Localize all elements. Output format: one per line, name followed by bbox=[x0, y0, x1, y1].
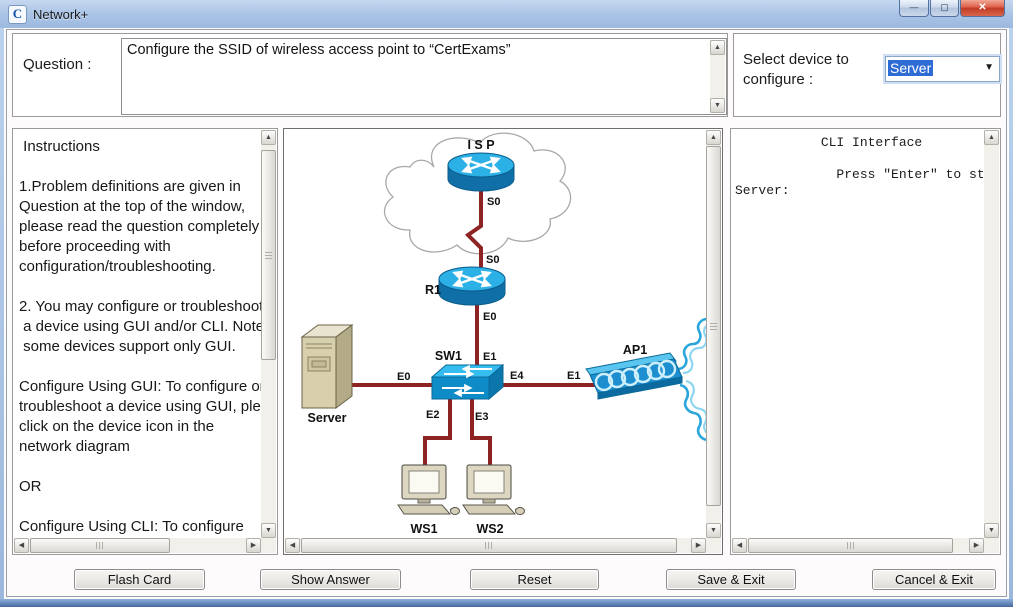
maximize-button[interactable]: ▢ bbox=[930, 0, 959, 17]
content-frame bbox=[6, 29, 1007, 597]
scrollbar-thumb[interactable] bbox=[748, 538, 953, 553]
scrollbar-thumb[interactable] bbox=[301, 538, 677, 553]
scroll-down-icon[interactable]: ▼ bbox=[261, 523, 276, 538]
scroll-right-icon[interactable]: ▶ bbox=[691, 538, 706, 553]
port-label: E4 bbox=[510, 370, 524, 382]
ws1-computer-icon[interactable] bbox=[397, 464, 460, 515]
scrollbar-corner bbox=[706, 538, 721, 553]
title-bar: C Network+ — ▢ ✕ bbox=[0, 0, 1013, 28]
isp-cloud bbox=[383, 132, 572, 255]
scrollbar-thumb[interactable] bbox=[261, 150, 276, 360]
server-icon[interactable] bbox=[300, 324, 354, 409]
scroll-up-icon[interactable]: ▲ bbox=[706, 130, 721, 145]
ws2-label: WS2 bbox=[476, 522, 503, 536]
ws1-label: WS1 bbox=[410, 522, 437, 536]
scroll-left-icon[interactable]: ◀ bbox=[732, 538, 747, 553]
reset-button[interactable]: Reset bbox=[470, 569, 599, 590]
question-textarea[interactable]: Configure the SSID of wireless access po… bbox=[121, 38, 727, 115]
scroll-right-icon[interactable]: ▶ bbox=[246, 538, 261, 553]
question-text: Configure the SSID of wireless access po… bbox=[127, 42, 511, 58]
instructions-vscrollbar[interactable]: ▲ ▼ bbox=[261, 130, 276, 538]
link-isp-r1 bbox=[464, 189, 483, 267]
save-exit-button[interactable]: Save & Exit bbox=[666, 569, 796, 590]
question-scrollbar[interactable]: ▲ ▼ bbox=[710, 40, 725, 113]
window-controls: — ▢ ✕ bbox=[899, 0, 1005, 17]
window-frame-bottom bbox=[0, 599, 1013, 607]
scrollbar-corner bbox=[261, 538, 276, 553]
r1-label: R1 bbox=[425, 283, 441, 297]
port-label: E0 bbox=[397, 371, 410, 383]
isp-label: I S P bbox=[467, 138, 494, 152]
question-label: Question : bbox=[23, 56, 92, 73]
question-panel: Question : Configure the SSID of wireles… bbox=[12, 33, 728, 117]
link-sw1-ws2 bbox=[470, 399, 492, 467]
port-label: E3 bbox=[475, 411, 488, 423]
network-diagram-panel: S0 S0 E0 E1 E4 E0 E2 E3 E1 I S P R1 SW1 … bbox=[283, 128, 723, 555]
window-title: Network+ bbox=[33, 6, 89, 22]
scroll-right-icon[interactable]: ▶ bbox=[969, 538, 984, 553]
port-label: E1 bbox=[567, 370, 580, 382]
network-diagram: S0 S0 E0 E1 E4 E0 E2 E3 E1 I S P R1 SW1 … bbox=[300, 132, 716, 536]
close-button[interactable]: ✕ bbox=[960, 0, 1005, 17]
minimize-button[interactable]: — bbox=[899, 0, 929, 17]
scroll-down-icon[interactable]: ▼ bbox=[710, 98, 725, 113]
scroll-down-icon[interactable]: ▼ bbox=[706, 523, 721, 538]
instructions-panel: Instructions 1.Problem definitions are g… bbox=[12, 128, 278, 555]
show-answer-button[interactable]: Show Answer bbox=[260, 569, 401, 590]
server-label: Server bbox=[308, 411, 347, 425]
diagram-hscrollbar[interactable]: ◀ ▶ bbox=[285, 538, 706, 553]
sw1-switch-icon[interactable] bbox=[430, 363, 505, 401]
ap1-label: AP1 bbox=[623, 343, 647, 357]
scrollbar-corner bbox=[984, 538, 999, 553]
instructions-text: Instructions 1.Problem definitions are g… bbox=[19, 138, 261, 535]
sw1-label: SW1 bbox=[435, 349, 462, 363]
isp-router-icon[interactable] bbox=[448, 153, 514, 191]
scrollbar-thumb[interactable] bbox=[706, 146, 721, 506]
chevron-down-icon[interactable]: ▼ bbox=[984, 62, 994, 73]
cancel-exit-button[interactable]: Cancel & Exit bbox=[872, 569, 996, 590]
device-select-panel: Select device to configure : Server ▼ bbox=[733, 33, 1001, 117]
ws2-computer-icon[interactable] bbox=[462, 464, 525, 515]
cli-terminal-text[interactable]: CLI Interface Press "Enter" to start Ser… bbox=[735, 135, 983, 198]
cli-vscrollbar[interactable]: ▲ ▼ bbox=[984, 130, 999, 538]
device-select-combobox[interactable]: Server ▼ bbox=[885, 56, 1000, 82]
scroll-left-icon[interactable]: ◀ bbox=[285, 538, 300, 553]
scroll-up-icon[interactable]: ▲ bbox=[984, 130, 999, 145]
port-label: S0 bbox=[487, 196, 500, 208]
port-label: E0 bbox=[483, 311, 496, 323]
scroll-up-icon[interactable]: ▲ bbox=[261, 130, 276, 145]
scroll-down-icon[interactable]: ▼ bbox=[984, 523, 999, 538]
port-label: E1 bbox=[483, 351, 496, 363]
network-links bbox=[348, 189, 596, 467]
scroll-left-icon[interactable]: ◀ bbox=[14, 538, 29, 553]
cli-hscrollbar[interactable]: ◀ ▶ bbox=[732, 538, 984, 553]
port-label: S0 bbox=[486, 254, 499, 266]
port-label: E2 bbox=[426, 409, 439, 421]
flash-card-button[interactable]: Flash Card bbox=[74, 569, 205, 590]
ap1-access-point-icon[interactable] bbox=[585, 352, 683, 400]
device-select-value: Server bbox=[888, 60, 934, 76]
diagram-vscrollbar[interactable]: ▲ ▼ bbox=[706, 130, 721, 538]
r1-router-icon[interactable] bbox=[439, 267, 505, 305]
client-area: Question : Configure the SSID of wireles… bbox=[4, 28, 1009, 599]
scroll-up-icon[interactable]: ▲ bbox=[710, 40, 725, 55]
instructions-hscrollbar[interactable]: ◀ ▶ bbox=[14, 538, 261, 553]
device-select-label: Select device to configure : bbox=[743, 51, 849, 88]
app-icon: C bbox=[8, 4, 27, 24]
scrollbar-thumb[interactable] bbox=[30, 538, 170, 553]
cli-panel[interactable]: CLI Interface Press "Enter" to start Ser… bbox=[730, 128, 1001, 555]
link-sw1-ws1 bbox=[423, 399, 452, 467]
